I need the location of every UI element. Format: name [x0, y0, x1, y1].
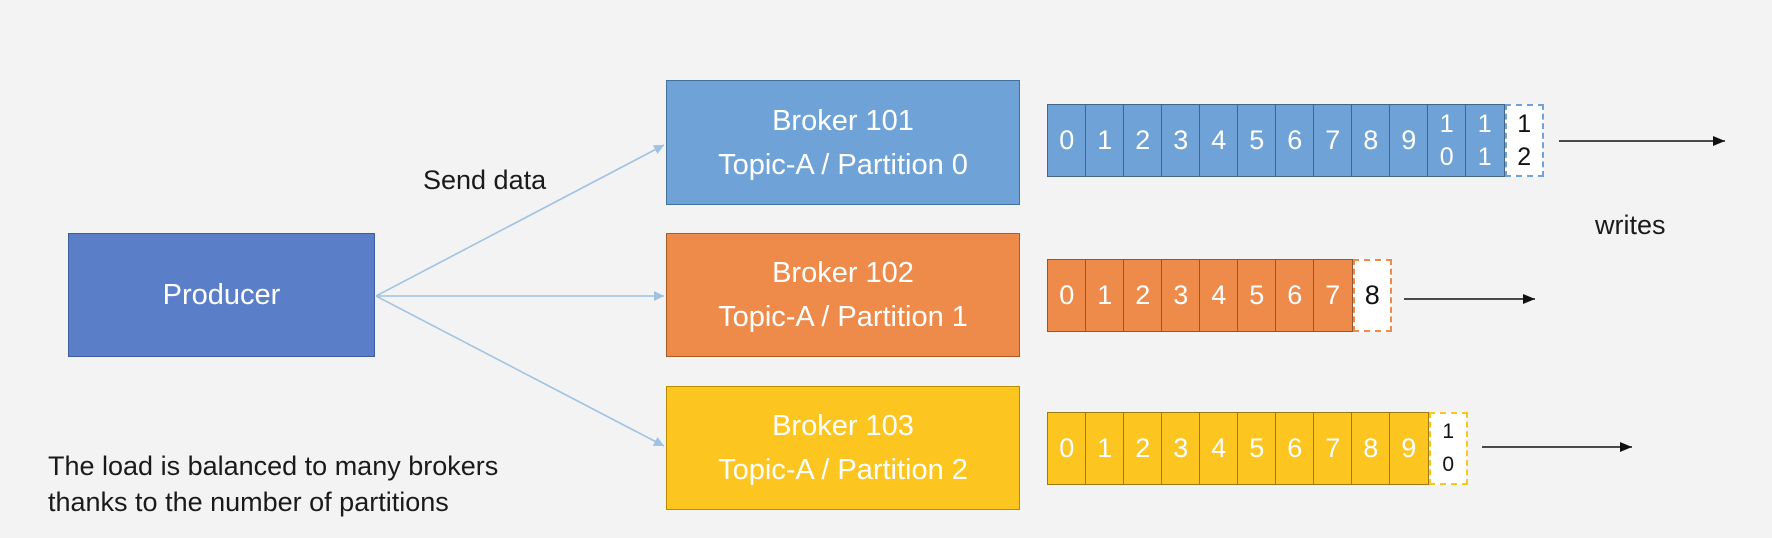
offset-cell: 9 — [1389, 412, 1429, 485]
offset-digit: 1 — [1477, 109, 1492, 138]
offset-cell: 9 — [1389, 104, 1429, 177]
offset-digit: 1 — [1477, 143, 1492, 172]
offset-cell: 0 — [1047, 104, 1087, 177]
offset-cell: 2 — [1123, 412, 1163, 485]
caption-line-1: The load is balanced to many brokers — [48, 451, 499, 481]
producer-label: Producer — [162, 279, 281, 311]
offset-cell: 5 — [1237, 412, 1277, 485]
broker-101-box: Broker 101 Topic-A / Partition 0 — [666, 80, 1020, 205]
caption-line-2: thanks to the number of partitions — [48, 487, 449, 517]
send-arrow-broker-101 — [375, 144, 665, 297]
offset-digit: 0 — [1442, 452, 1455, 476]
offset-cell: 5 — [1237, 104, 1277, 177]
offset-cell: 4 — [1199, 104, 1239, 177]
offset-cell: 6 — [1275, 104, 1315, 177]
offset-cell: 4 — [1199, 412, 1239, 485]
broker-topic-partition: Topic-A / Partition 2 — [718, 454, 968, 486]
offset-digit: 1 — [1517, 110, 1532, 139]
offset-cell: 2 — [1123, 104, 1163, 177]
offset-cell: 7 — [1313, 104, 1353, 177]
offset-cell: 1 — [1085, 259, 1125, 332]
offset-cell: 6 — [1275, 259, 1315, 332]
producer-box: Producer — [68, 233, 375, 357]
offset-digit: 1 — [1439, 109, 1454, 138]
offset-cell: 0 — [1047, 259, 1087, 332]
offset-cell: 4 — [1199, 259, 1239, 332]
offset-digit: 1 — [1442, 420, 1455, 444]
offset-cell: 7 — [1313, 412, 1353, 485]
offset-digit: 2 — [1517, 142, 1532, 171]
offset-cell: 3 — [1161, 412, 1201, 485]
load-balancing-caption: The load is balanced to many brokers tha… — [48, 448, 498, 520]
offset-cell: 1 — [1085, 412, 1125, 485]
offset-cell: 1 — [1085, 104, 1125, 177]
next-offset-cell: 8 — [1352, 259, 1392, 332]
send-arrow-broker-103 — [375, 295, 665, 447]
broker-topic-partition: Topic-A / Partition 1 — [718, 301, 968, 333]
broker-name: Broker 102 — [772, 257, 914, 289]
offset-digit: 0 — [1439, 143, 1454, 172]
send-data-label: Send data — [423, 165, 547, 195]
broker-name: Broker 101 — [772, 104, 914, 137]
offset-cell: 2 — [1123, 259, 1163, 332]
offset-cell: 6 — [1275, 412, 1315, 485]
broker-name: Broker 103 — [772, 410, 914, 442]
offset-cell: 8 — [1351, 104, 1391, 177]
writes-label: writes — [1595, 210, 1666, 240]
offset-cell: 5 — [1237, 259, 1277, 332]
broker-topic-partition: Topic-A / Partition 0 — [718, 148, 968, 181]
offset-cell: 3 — [1161, 104, 1201, 177]
offset-cell: 7 — [1313, 259, 1353, 332]
offset-cell: 3 — [1161, 259, 1201, 332]
broker-103-box: Broker 103 Topic-A / Partition 2 — [666, 386, 1020, 510]
broker-102-box: Broker 102 Topic-A / Partition 1 — [666, 233, 1020, 357]
offset-cell: 0 — [1047, 412, 1087, 485]
offset-cell: 8 — [1351, 412, 1391, 485]
